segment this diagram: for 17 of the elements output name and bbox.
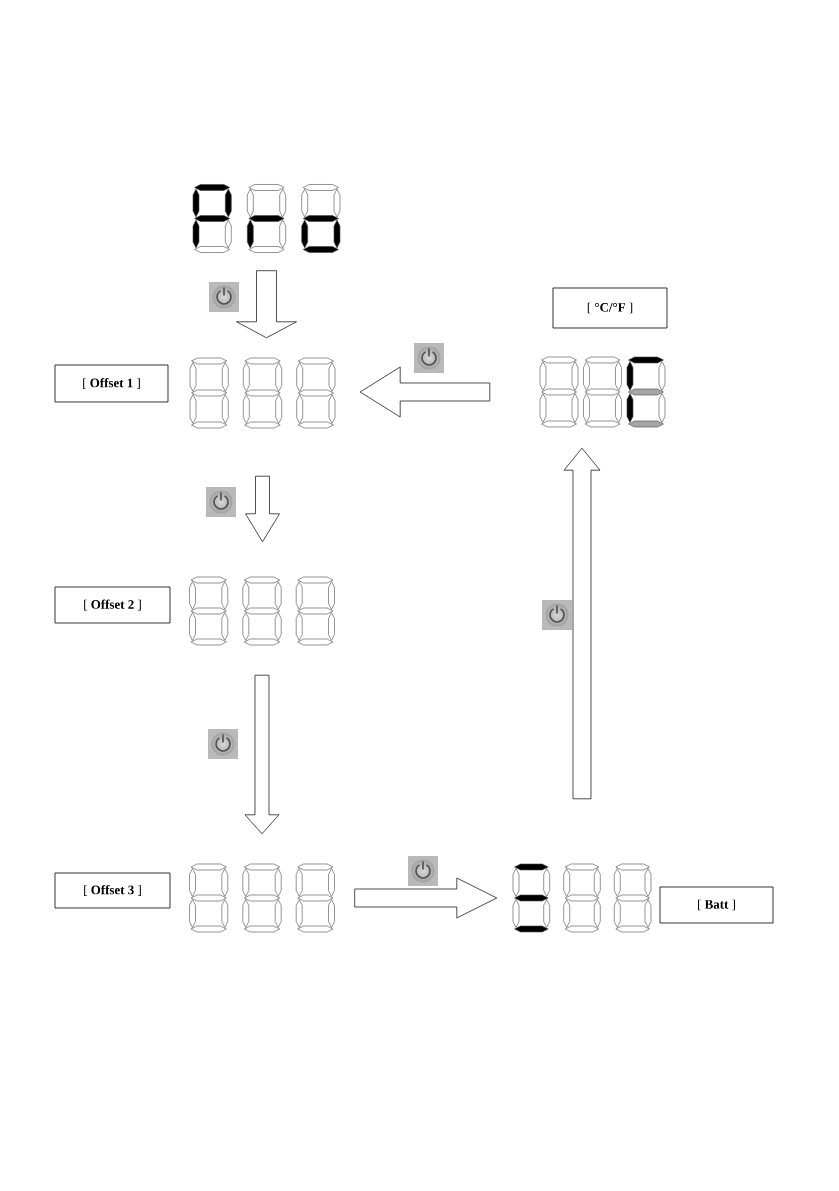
label-box: [ Offset 2 ]: [54, 586, 171, 624]
block-arrow: [244, 674, 280, 835]
seven-segment-display: [189, 357, 336, 429]
seven-segment-display: [189, 576, 335, 646]
label-box: [ °C/°F ]: [552, 287, 668, 329]
block-arrow: [354, 877, 498, 919]
seven-segment-display: [539, 356, 666, 428]
label-box: [ Offset 1 ]: [54, 364, 169, 403]
block-arrow: [245, 475, 280, 543]
seven-segment-display: [189, 863, 335, 933]
seven-segment-display: [192, 184, 341, 253]
label-box: [ Offset 3 ]: [54, 872, 171, 909]
block-arrow: [359, 366, 491, 418]
seven-segment-display: [512, 863, 652, 933]
label-box: [ Batt ]: [659, 886, 774, 924]
block-arrow: [236, 270, 297, 339]
block-arrow: [563, 447, 601, 800]
